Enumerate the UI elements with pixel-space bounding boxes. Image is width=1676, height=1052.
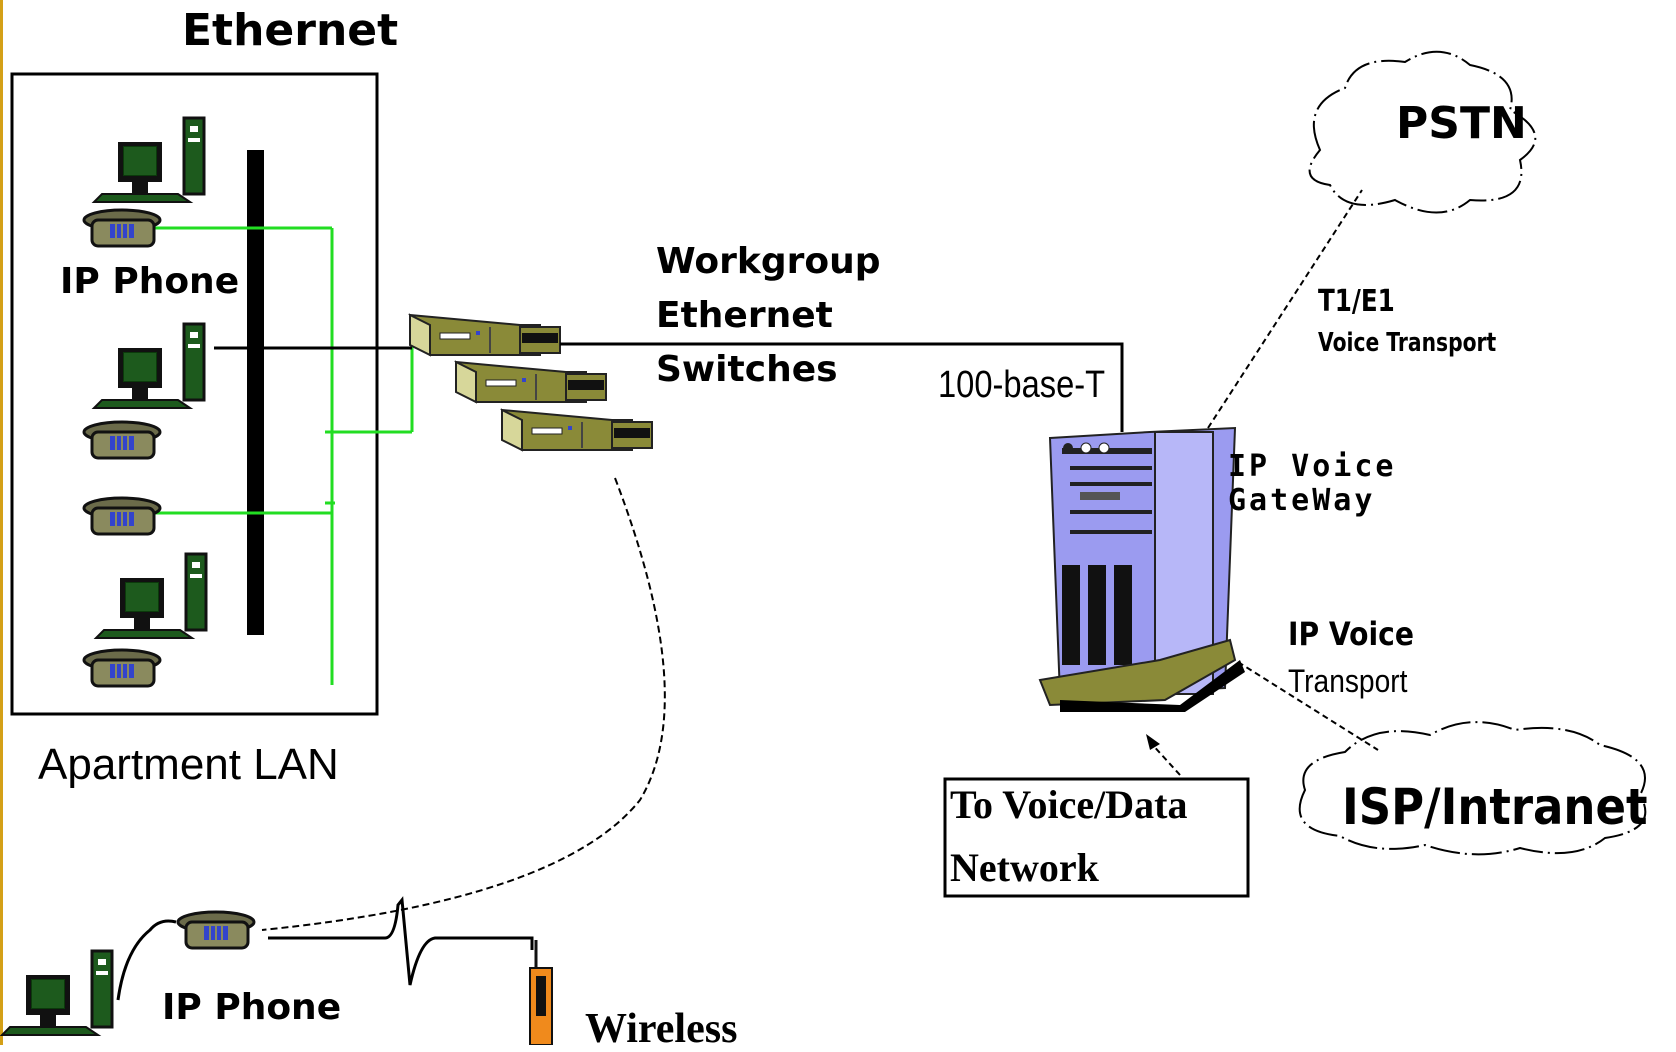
ethernet-label: Ethernet: [182, 5, 399, 56]
switches-label-line1: Workgroup: [656, 241, 881, 282]
base-t-link: [560, 342, 1124, 432]
network-arrow: [1146, 734, 1181, 776]
apartment-lan-label: Apartment LAN: [38, 740, 339, 789]
ip-phone-lan-label: IP Phone: [60, 261, 240, 302]
desk-phone-icon: [82, 496, 162, 536]
wireless-link: [261, 477, 666, 931]
t1e1-label-line1: T1/E1: [1318, 284, 1395, 319]
computer-icon: [92, 322, 206, 410]
isp-cloud-icon: [1298, 721, 1647, 856]
wan-links: [1207, 189, 1379, 751]
isp-label: ISP/Intranet: [1342, 778, 1648, 836]
ip-voice-transport-line1: IP Voice: [1288, 615, 1414, 653]
base-t-label: 100-base-T: [938, 364, 1106, 406]
desk-phone-icon: [82, 208, 162, 248]
lan-links: [150, 226, 414, 685]
remote-wiring: [116, 896, 534, 1001]
ethernet-switch-icon: [409, 314, 561, 356]
to-network-label-line1: To Voice/Data: [950, 782, 1188, 827]
computer-icon: [0, 949, 114, 1037]
ip-phone-remote-label: IP Phone: [162, 987, 342, 1028]
accent-border: [0, 0, 3, 1045]
desk-phone-icon: [82, 420, 162, 460]
ethernet-switch-icon: [501, 409, 653, 451]
wireless-label: Wireless: [585, 1006, 738, 1052]
switches-label-line3: Switches: [656, 349, 838, 390]
voice-data-network-box: [943, 777, 1250, 898]
desk-phone-icon: [82, 648, 162, 688]
wireless-handset-icon: [529, 940, 553, 1046]
gateway-label-line2: GateWay: [1228, 483, 1376, 518]
t1e1-label-line2: Voice Transport: [1318, 328, 1497, 358]
switches-label-line2: Ethernet: [656, 295, 833, 336]
pstn-cloud-icon: [1308, 50, 1537, 214]
apartment-lan-box: [10, 72, 379, 716]
ethernet-bus: [247, 150, 264, 635]
ip-voice-transport-line2: Transport: [1288, 663, 1408, 699]
server-tower-icon: [1038, 426, 1245, 712]
computer-icon: [92, 116, 206, 204]
gateway-label-line1: IP Voice: [1228, 449, 1397, 484]
to-network-label-line2: Network: [950, 845, 1099, 890]
ethernet-switch-icon: [455, 361, 607, 403]
desk-phone-icon: [176, 910, 256, 950]
computer-icon: [94, 552, 208, 640]
pstn-label: PSTN: [1396, 98, 1527, 149]
